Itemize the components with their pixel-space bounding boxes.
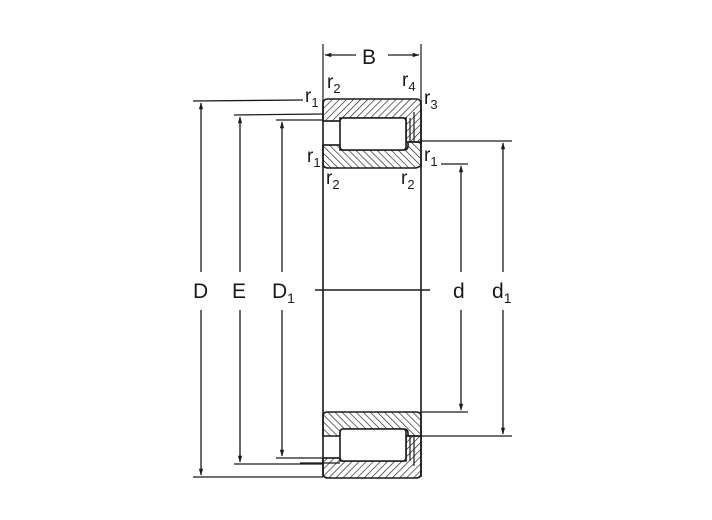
bottom-cross-section (300, 411, 422, 479)
label-r2-top-left: r2 (327, 72, 341, 96)
label-D1: D1 (272, 280, 295, 306)
radius-labels: r2 r4 r1 r3 r1 r1 r2 r2 (305, 70, 438, 192)
label-d1: d1 (492, 280, 512, 306)
label-r3: r3 (424, 88, 438, 112)
extension-lines-right (421, 140, 512, 437)
outer-ring-bottom (322, 435, 422, 479)
label-D: D (193, 280, 208, 303)
label-r1-mid-right: r1 (424, 145, 438, 169)
label-r4: r4 (402, 70, 416, 94)
label-E: E (232, 280, 246, 303)
roller-bottom (339, 428, 407, 462)
label-d: d (453, 280, 465, 303)
dimension-labels: B D E D1 d d1 (193, 46, 512, 306)
dimension-lines (198, 52, 506, 476)
label-r2-mid-left: r2 (326, 168, 340, 192)
label-B: B (362, 46, 376, 69)
extension-lines-left (192, 99, 324, 478)
label-r1-mid-left: r1 (307, 146, 321, 170)
label-r1-top-left: r1 (305, 86, 319, 110)
top-cross-section (322, 98, 422, 169)
roller-top (339, 117, 407, 151)
label-r2-mid-right: r2 (401, 168, 415, 192)
